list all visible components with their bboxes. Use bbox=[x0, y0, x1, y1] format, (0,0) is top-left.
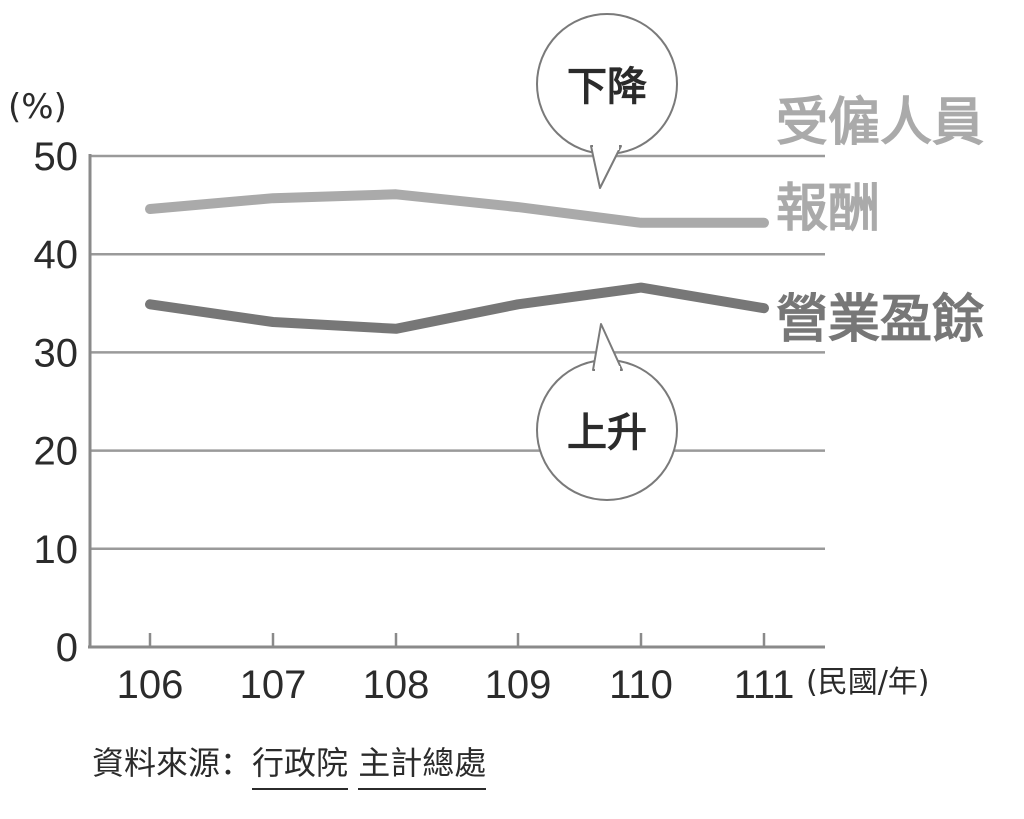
callout-text: 上升 bbox=[567, 410, 647, 456]
series-label-1: 報酬 bbox=[776, 179, 880, 239]
callout-text: 下降 bbox=[567, 64, 647, 110]
grid-lines bbox=[88, 154, 825, 649]
source-agency: 行政院 bbox=[252, 738, 349, 790]
x-axis-unit: (民國/年) bbox=[806, 665, 930, 700]
source-note: 資料來源：行政院 主計總處 bbox=[92, 738, 487, 790]
callout-2: 上升 bbox=[536, 323, 678, 501]
series-lines bbox=[145, 189, 769, 334]
series-line-2 bbox=[145, 282, 769, 334]
x-tick-label: 110 bbox=[609, 663, 673, 707]
x-tick-labels: 106 107 108 109 110 111 bbox=[117, 663, 795, 707]
y-tick-label: 10 bbox=[34, 528, 79, 572]
x-tick-label: 109 bbox=[485, 663, 552, 707]
callout-1: 下降 bbox=[536, 13, 678, 189]
y-tick-label: 50 bbox=[34, 135, 79, 179]
x-tick-label: 111 bbox=[734, 663, 795, 707]
series-label-1: 受僱人員 bbox=[776, 93, 984, 153]
callout-joint bbox=[593, 140, 619, 150]
y-tick-label: 0 bbox=[56, 626, 78, 670]
x-tick-label: 106 bbox=[117, 663, 184, 707]
series-line-1 bbox=[145, 189, 769, 228]
callout-tail bbox=[590, 145, 622, 189]
y-tick-labels: 0 10 20 30 40 50 bbox=[34, 135, 79, 670]
y-axis-unit: (%) bbox=[8, 87, 67, 127]
callout-tail bbox=[592, 323, 623, 371]
y-tick-label: 20 bbox=[34, 430, 79, 474]
y-tick-label: 40 bbox=[34, 233, 79, 277]
callout-joint bbox=[595, 366, 620, 376]
source-office: 主計總處 bbox=[358, 738, 487, 790]
line-chart: 0 10 20 30 40 50 106 107 108 109 110 111 (%) (民國/年… bbox=[8, 13, 985, 707]
source-prefix: 資料來源： bbox=[92, 744, 253, 782]
y-tick-label: 30 bbox=[34, 331, 79, 375]
series-label-2: 營業盈餘 bbox=[776, 290, 985, 350]
x-tick-label: 107 bbox=[240, 663, 307, 707]
x-tick-label: 108 bbox=[363, 663, 430, 707]
